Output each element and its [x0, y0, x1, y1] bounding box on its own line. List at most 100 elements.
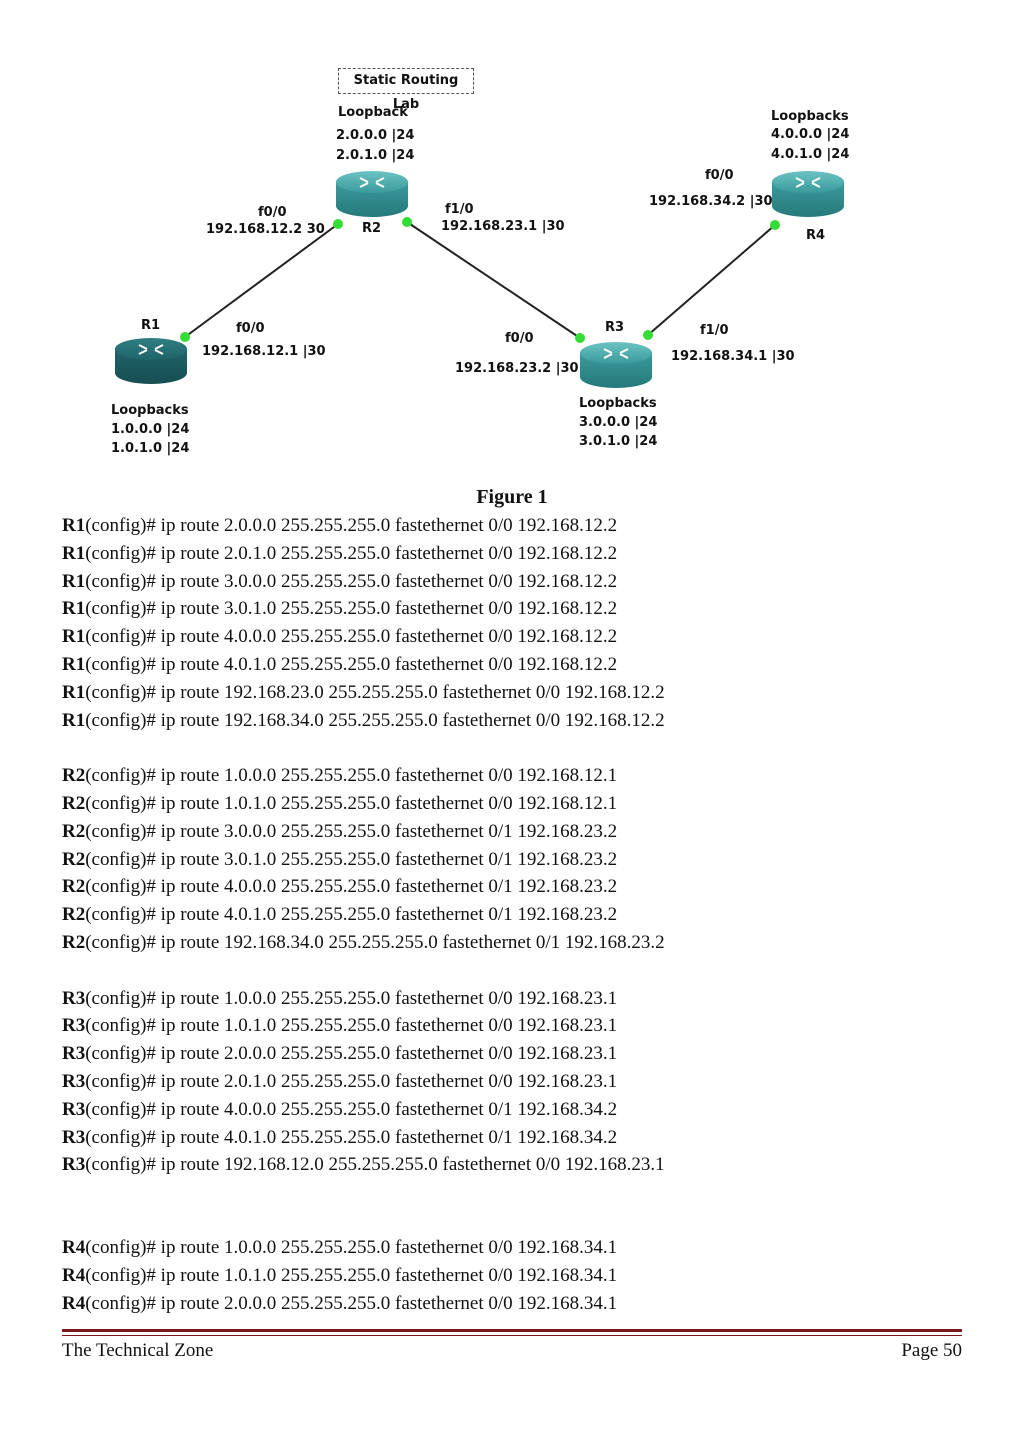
- link-r3-r4: [647, 224, 776, 336]
- link-dot-r3-f10: [643, 330, 653, 340]
- figure-caption: Figure 1: [476, 486, 548, 508]
- command-line: R2(config)# ip route 4.0.0.0 255.255.255…: [62, 873, 962, 901]
- command-line: R2(config)# ip route 4.0.1.0 255.255.255…: [62, 901, 962, 929]
- command-line: R1(config)# ip route 4.0.0.0 255.255.255…: [62, 623, 962, 651]
- r3-loop2: 3.0.1.0 |24: [579, 434, 657, 449]
- command-text: (config)# ip route 2.0.0.0 255.255.255.0…: [85, 1043, 618, 1065]
- command-text: (config)# ip route 3.0.1.0 255.255.255.0…: [85, 598, 618, 620]
- command-line: R3(config)# ip route 4.0.0.0 255.255.255…: [62, 1096, 962, 1124]
- host-label: R4: [62, 1292, 86, 1314]
- lab-title: Static Routing Lab: [338, 68, 474, 112]
- command-line: R3(config)# ip route 192.168.12.0 255.25…: [62, 1151, 962, 1179]
- command-text: (config)# ip route 1.0.1.0 255.255.255.0…: [85, 1015, 618, 1037]
- host-label: R2: [62, 876, 86, 898]
- r3-f00-ip: 192.168.23.2 |30: [455, 361, 579, 376]
- command-text: (config)# ip route 192.168.34.0 255.255.…: [85, 709, 665, 731]
- command-line: R1(config)# ip route 192.168.34.0 255.25…: [62, 707, 962, 735]
- host-label: R2: [62, 848, 86, 870]
- command-text: (config)# ip route 192.168.34.0 255.255.…: [85, 931, 665, 953]
- command-text: (config)# ip route 4.0.0.0 255.255.255.0…: [85, 876, 618, 898]
- r1-loop1: 1.0.0.0 |24: [111, 422, 189, 437]
- r1-loop-title: Loopbacks: [111, 403, 189, 418]
- host-label: R1: [62, 515, 86, 536]
- command-text: (config)# ip route 192.168.12.0 255.255.…: [85, 1154, 665, 1176]
- spacer: [62, 734, 962, 762]
- r2-f00-ip: 192.168.12.2 30: [206, 222, 325, 237]
- r1-loop2: 1.0.1.0 |24: [111, 441, 189, 456]
- host-label: R3: [62, 1126, 86, 1148]
- command-text: (config)# ip route 1.0.0.0 255.255.255.0…: [85, 765, 618, 787]
- command-listing: R1(config)# ip route 2.0.0.0 255.255.255…: [62, 512, 962, 1318]
- r2-loop1: 2.0.0.0 |24: [336, 128, 414, 143]
- network-diagram: Loopback 2.0.0.0 |24 2.0.1.0 |24 R2 f0/0…: [111, 105, 849, 456]
- command-line: R3(config)# ip route 4.0.1.0 255.255.255…: [62, 1124, 962, 1152]
- host-label: R1: [62, 626, 86, 648]
- host-label: R2: [62, 931, 86, 953]
- command-line: R2(config)# ip route 3.0.0.0 255.255.255…: [62, 818, 962, 846]
- r4-loop1: 4.0.0.0 |24: [771, 127, 849, 142]
- command-line: R2(config)# ip route 3.0.1.0 255.255.255…: [62, 846, 962, 874]
- spacer: [62, 1179, 962, 1234]
- r2-loop2: 2.0.1.0 |24: [336, 148, 414, 163]
- r2-commands: R2(config)# ip route 1.0.0.0 255.255.255…: [62, 762, 962, 957]
- command-text: (config)# ip route 3.0.0.0 255.255.255.0…: [85, 570, 618, 592]
- host-label: R2: [62, 765, 86, 787]
- page-number: Page 50: [901, 1340, 962, 1361]
- r1-f00-name: f0/0: [236, 321, 265, 336]
- host-label: R1: [62, 681, 86, 703]
- r4-f00-name: f0/0: [705, 168, 734, 183]
- link-dot-r4-f00: [770, 220, 780, 230]
- footer-rule: [62, 1329, 962, 1332]
- r1-name: R1: [141, 318, 160, 333]
- host-label: R1: [62, 709, 86, 731]
- r4-loop2: 4.0.1.0 |24: [771, 147, 849, 162]
- r3-f10-ip: 192.168.34.1 |30: [671, 349, 795, 364]
- command-text: (config)# ip route 3.0.0.0 255.255.255.0…: [85, 820, 618, 842]
- command-line: R1(config)# ip route 192.168.23.0 255.25…: [62, 679, 962, 707]
- command-line: R4(config)# ip route 1.0.0.0 255.255.255…: [62, 1234, 962, 1262]
- host-label: R4: [62, 1264, 86, 1286]
- command-line: R1(config)# ip route 2.0.1.0 255.255.255…: [62, 540, 962, 568]
- r3-commands: R3(config)# ip route 1.0.0.0 255.255.255…: [62, 985, 962, 1180]
- command-line: R3(config)# ip route 1.0.1.0 255.255.255…: [62, 1012, 962, 1040]
- command-text: (config)# ip route 1.0.1.0 255.255.255.0…: [85, 792, 618, 814]
- r4-commands: R4(config)# ip route 1.0.0.0 255.255.255…: [62, 1234, 962, 1317]
- command-text: (config)# ip route 2.0.0.0 255.255.255.0…: [85, 515, 618, 536]
- r1-commands: R1(config)# ip route 2.0.0.0 255.255.255…: [62, 512, 962, 734]
- command-line: R1(config)# ip route 3.0.1.0 255.255.255…: [62, 595, 962, 623]
- host-label: R1: [62, 598, 86, 620]
- host-label: R2: [62, 792, 86, 814]
- footer-rule-thin: [62, 1335, 962, 1336]
- command-line: R4(config)# ip route 1.0.1.0 255.255.255…: [62, 1262, 962, 1290]
- r3-name: R3: [605, 320, 624, 335]
- r1-f00-ip: 192.168.12.1 |30: [202, 344, 326, 359]
- router-r2: [336, 171, 408, 217]
- command-line: R4(config)# ip route 2.0.0.0 255.255.255…: [62, 1290, 962, 1318]
- host-label: R3: [62, 1015, 86, 1037]
- host-label: R4: [62, 1237, 86, 1259]
- r3-f10-name: f1/0: [700, 323, 729, 338]
- r3-loop-title: Loopbacks: [579, 396, 657, 411]
- host-label: R3: [62, 1154, 86, 1176]
- command-text: (config)# ip route 4.0.1.0 255.255.255.0…: [85, 653, 618, 675]
- command-line: R2(config)# ip route 192.168.34.0 255.25…: [62, 929, 962, 957]
- command-line: R2(config)# ip route 1.0.0.0 255.255.255…: [62, 762, 962, 790]
- r2-f10-ip: 192.168.23.1 |30: [441, 219, 565, 234]
- command-text: (config)# ip route 1.0.0.0 255.255.255.0…: [85, 1237, 618, 1259]
- command-text: (config)# ip route 4.0.1.0 255.255.255.0…: [85, 1126, 618, 1148]
- command-line: R2(config)# ip route 1.0.1.0 255.255.255…: [62, 790, 962, 818]
- r2-f10-name: f1/0: [445, 202, 474, 217]
- host-label: R1: [62, 653, 86, 675]
- command-line: R3(config)# ip route 2.0.0.0 255.255.255…: [62, 1040, 962, 1068]
- link-dot-r2-f00: [333, 219, 343, 229]
- host-label: R3: [62, 1098, 86, 1120]
- r2-name: R2: [362, 221, 381, 236]
- r3-loop1: 3.0.0.0 |24: [579, 415, 657, 430]
- command-text: (config)# ip route 2.0.1.0 255.255.255.0…: [85, 542, 618, 564]
- link-dot-r3-f00: [575, 333, 585, 343]
- command-line: R3(config)# ip route 1.0.0.0 255.255.255…: [62, 985, 962, 1013]
- link-dot-r1-f00: [180, 332, 190, 342]
- command-text: (config)# ip route 4.0.1.0 255.255.255.0…: [85, 904, 618, 926]
- host-label: R3: [62, 987, 86, 1009]
- command-text: (config)# ip route 3.0.1.0 255.255.255.0…: [85, 848, 618, 870]
